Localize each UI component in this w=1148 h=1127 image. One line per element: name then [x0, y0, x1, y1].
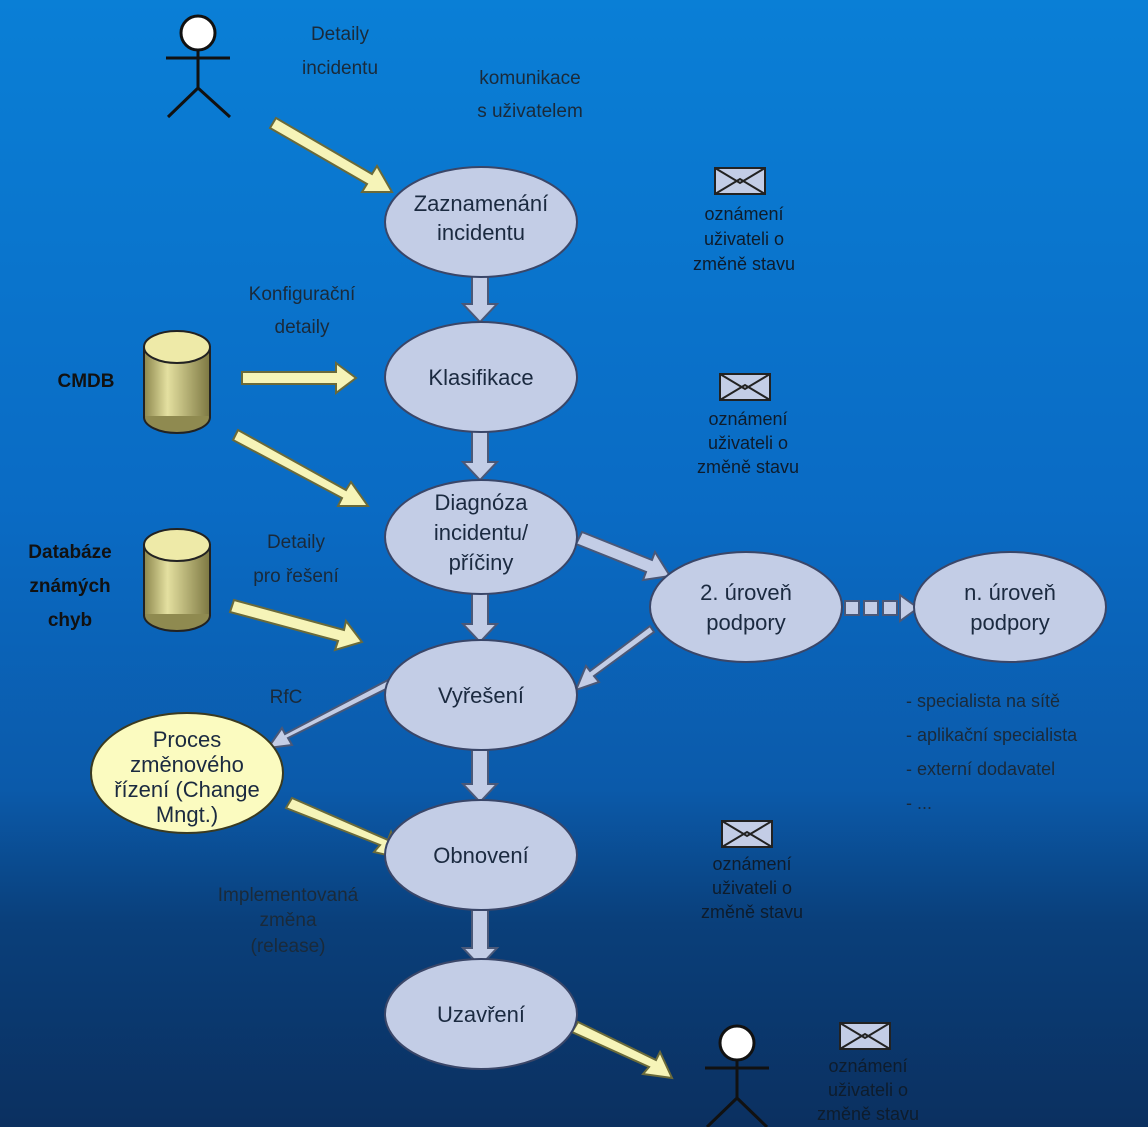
svg-text:Detaily: Detaily	[267, 532, 326, 553]
node-klasifikace: Klasifikace	[384, 321, 578, 433]
svg-text:chyb: chyb	[48, 610, 92, 631]
svg-text:změně stavu: změně stavu	[697, 457, 799, 477]
node-diagnoza-line3: příčiny	[449, 550, 514, 575]
node-urovenN-line2: podpory	[970, 610, 1050, 635]
svg-text:uživateli o: uživateli o	[708, 433, 788, 453]
envelope-icon	[714, 167, 766, 195]
node-change-line4: Mngt.)	[156, 802, 218, 827]
arrow-diagnoza-uroven2	[574, 530, 672, 582]
svg-text:Detaily: Detaily	[311, 24, 370, 45]
node-obnoveni: Obnovení	[384, 799, 578, 911]
label-konfiguracni: Konfigurační detaily	[249, 284, 356, 338]
arrow-klasifikace-diagnoza	[460, 429, 500, 482]
envelope-icon	[839, 1022, 891, 1050]
svg-text:oznámení: oznámení	[828, 1056, 907, 1076]
notification-3: oznámení uživateli o změně stavu	[701, 854, 803, 922]
node-uroven2-line1: 2. úroveň	[700, 580, 792, 605]
user-actor-icon	[166, 14, 232, 119]
node-change: Proces změnového řízení (Change Mngt.)	[90, 712, 284, 834]
label-komunikace: komunikace s uživatelem	[477, 68, 583, 122]
svg-text:změna: změna	[259, 910, 316, 931]
node-diagnoza: Diagnóza incidentu/ příčiny	[384, 479, 578, 595]
specialist-item: - specialista na sítě	[906, 691, 1060, 711]
node-vyreseni: Vyřešení	[384, 639, 578, 751]
node-urovenN: n. úroveň podpory	[913, 551, 1107, 663]
svg-text:s uživatelem: s uživatelem	[477, 101, 583, 122]
node-change-line2: změnového	[130, 752, 244, 777]
svg-text:detaily: detaily	[275, 317, 330, 338]
node-diagnoza-line1: Diagnóza	[435, 490, 529, 515]
node-uroven2: 2. úroveň podpory	[649, 551, 843, 663]
arrow-diagnoza-vyreseni	[460, 591, 500, 644]
user-actor-end-icon	[705, 1024, 769, 1127]
node-zaznamenani: Zaznamenání incidentu	[384, 166, 578, 278]
arrow-zaznamenani-klasifikace	[460, 275, 500, 324]
node-obnoveni-label: Obnovení	[433, 843, 528, 868]
arrow-user-zaznamenani	[268, 116, 394, 193]
specialist-item: - ...	[906, 793, 932, 813]
node-uroven2-line2: podpory	[706, 610, 786, 635]
node-vyreseni-label: Vyřešení	[438, 683, 524, 708]
arrow-uroven2-vyreseni	[574, 624, 656, 692]
svg-text:incidentu: incidentu	[302, 58, 378, 79]
specialist-item: - externí dodavatel	[906, 759, 1055, 779]
arrow-change-obnoveni	[284, 796, 402, 860]
known-errors-database-icon	[143, 528, 211, 632]
svg-text:Implementovaná: Implementovaná	[218, 885, 359, 906]
cmdb-database-icon	[143, 330, 211, 434]
svg-text:pro řešení: pro řešení	[253, 566, 339, 587]
arrow-db-vyreseni	[228, 598, 364, 652]
envelope-icon	[721, 820, 773, 848]
svg-text:oznámení: oznámení	[708, 409, 787, 429]
node-uzavreni-label: Uzavření	[437, 1002, 525, 1027]
arrow-cmdb-diagnoza	[231, 428, 370, 507]
svg-text:oznámení: oznámení	[712, 854, 791, 874]
node-urovenN-line1: n. úroveň	[964, 580, 1056, 605]
notification-1: oznámení uživateli o změně stavu	[693, 204, 795, 274]
envelope-icon	[719, 373, 771, 401]
svg-text:změně stavu: změně stavu	[693, 254, 795, 274]
svg-text:změně stavu: změně stavu	[817, 1104, 919, 1124]
arrow-uzavreni-user	[570, 1020, 674, 1080]
svg-text:(release): (release)	[251, 936, 326, 957]
svg-text:změně stavu: změně stavu	[701, 902, 803, 922]
label-cmdb: CMDB	[58, 371, 115, 392]
node-zaznamenani-line2: incidentu	[437, 220, 525, 245]
arrow-uroven2-urovenN	[844, 593, 920, 623]
svg-text:uživateli o: uživateli o	[828, 1080, 908, 1100]
node-uzavreni: Uzavření	[384, 958, 578, 1070]
svg-text:známých: známých	[29, 576, 110, 597]
label-rfc: RfC	[270, 687, 303, 708]
svg-text:uživateli o: uživateli o	[704, 229, 784, 249]
specialists-list: - specialista na sítě - aplikační specia…	[906, 691, 1078, 813]
flow-arrows	[265, 275, 920, 968]
svg-text:uživateli o: uživateli o	[712, 878, 792, 898]
label-implementovana: Implementovaná změna (release)	[218, 885, 359, 957]
arrow-vyreseni-change	[265, 678, 394, 750]
notification-2: oznámení uživateli o změně stavu	[697, 409, 799, 477]
label-detaily-incidentu: Detaily incidentu	[302, 24, 378, 79]
node-change-line3: řízení (Change	[114, 777, 260, 802]
svg-text:oznámení: oznámení	[704, 204, 783, 224]
arrow-obnoveni-uzavreni	[460, 909, 500, 968]
node-diagnoza-line2: incidentu/	[434, 520, 529, 545]
node-change-line1: Proces	[153, 727, 221, 752]
svg-text:Konfigurační: Konfigurační	[249, 284, 356, 305]
node-zaznamenani-line1: Zaznamenání	[414, 191, 549, 216]
input-arrows	[228, 116, 674, 1080]
arrow-vyreseni-obnoveni	[460, 749, 500, 804]
label-databaze: Databáze známých chyb	[28, 542, 111, 631]
svg-text:komunikace: komunikace	[479, 68, 580, 89]
arrow-cmdb-klasifikace	[241, 361, 358, 395]
notification-4: oznámení uživateli o změně stavu	[817, 1056, 919, 1124]
node-klasifikace-label: Klasifikace	[428, 365, 533, 390]
svg-text:Databáze: Databáze	[28, 542, 111, 563]
label-detaily-reseni: Detaily pro řešení	[253, 532, 339, 587]
specialist-item: - aplikační specialista	[906, 725, 1078, 745]
